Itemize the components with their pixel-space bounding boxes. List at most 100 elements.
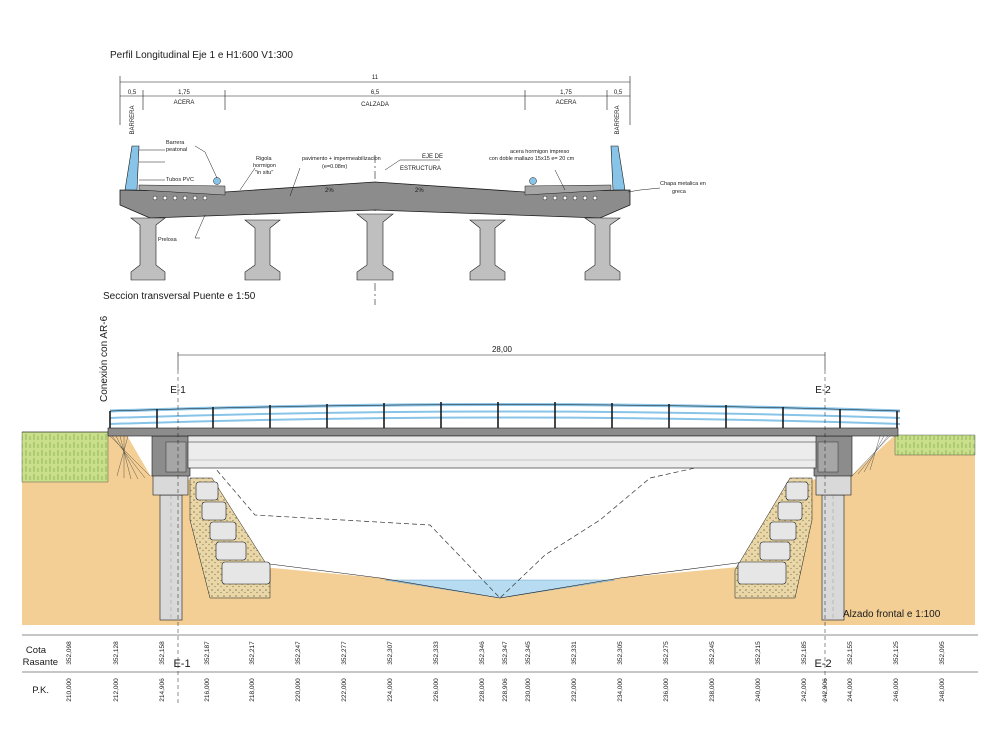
cota-value: 352,275 <box>663 641 670 665</box>
slope-left: 2% <box>325 188 334 194</box>
pk-values: 210,000 212,000 214,906 216,000 218,000 220,0… <box>66 678 946 702</box>
pk-value: 228,906 <box>502 678 509 702</box>
note-eje-1: EJE DE <box>422 154 443 160</box>
deck-slab <box>119 181 631 219</box>
pk-value: 232,000 <box>571 678 578 702</box>
profile-table-lines <box>22 634 978 673</box>
cota-value: 352,215 <box>755 641 762 665</box>
cota-value: 352,277 <box>341 641 348 665</box>
note-acera-2: con doble mallazo 15x15 e= 20 cm <box>489 156 575 162</box>
dim-road: 6,5 <box>371 90 380 96</box>
barrier-left-post <box>124 145 140 191</box>
elevation-drawing <box>21 370 976 705</box>
note-barrera-1: Barrera <box>166 140 185 146</box>
pk-value: 248,000 <box>939 678 946 702</box>
note-eje-2: ESTRUCTURA <box>400 166 441 172</box>
section-title: Seccion transversal Puente e 1:50 <box>103 291 256 302</box>
table-marker-e2: E-2 <box>814 658 831 670</box>
note-pavimento-2: (e=0.08m) <box>322 164 347 170</box>
pk-value: 246,000 <box>893 678 900 702</box>
label-barrier-left: BARRERA <box>130 105 136 134</box>
pk-value: 216,000 <box>204 678 211 702</box>
dim-sidewalk-left: 1,75 <box>178 90 190 96</box>
cota-value: 352,345 <box>525 641 532 665</box>
cota-value: 352,158 <box>159 641 166 665</box>
pk-value: 244,000 <box>847 678 854 702</box>
cota-values: 352,098 352,128 352,158 352,187 352,217 352,2… <box>66 641 946 665</box>
cota-value: 352,185 <box>801 641 808 665</box>
pk-value: 224,000 <box>387 678 394 702</box>
cota-value: 352,217 <box>249 641 256 665</box>
note-chapa-1: Chapa metalica en <box>660 181 706 187</box>
barrier-right-post <box>610 145 626 191</box>
cross-section <box>119 145 661 281</box>
row-label-pk: P.K. <box>32 685 49 696</box>
cota-value: 352,128 <box>113 641 120 665</box>
pk-value: 228,000 <box>479 678 486 702</box>
note-barrera-2: peatonal <box>166 147 187 153</box>
note-prelosa: Prelosa <box>158 237 178 243</box>
connection-title: Conexión con AR-6 <box>99 315 110 402</box>
elevation-title: Alzado frontal e 1:100 <box>843 609 941 620</box>
note-acera-1: acera hormigon impreso <box>510 149 569 155</box>
note-chapa-2: greca <box>672 189 687 195</box>
abutment-label-right: E-2 <box>815 385 831 396</box>
cota-value: 352,347 <box>502 641 509 665</box>
pk-value: 242,906 <box>822 678 829 702</box>
cota-value: 352,125 <box>893 641 900 665</box>
label-road: CALZADA <box>361 102 389 108</box>
pk-value: 242,000 <box>801 678 808 702</box>
cota-value: 352,305 <box>617 641 624 665</box>
pk-value: 222,000 <box>341 678 348 702</box>
cota-value: 352,247 <box>295 641 302 665</box>
pk-value: 234,000 <box>617 678 624 702</box>
label-barrier-right: BARRERA <box>615 105 621 134</box>
note-rigola-3: "in situ" <box>255 170 273 176</box>
girders <box>130 213 621 281</box>
sidewalk-left <box>138 184 226 196</box>
slope-right: 2% <box>415 188 424 194</box>
pk-value: 236,000 <box>663 678 670 702</box>
pk-value: 212,000 <box>113 678 120 702</box>
pk-value: 214,906 <box>159 678 166 702</box>
note-rigola-2: hormigon <box>253 163 276 169</box>
bridge-railing <box>109 402 901 428</box>
cota-value: 352,245 <box>709 641 716 665</box>
deck-girder <box>187 435 817 469</box>
label-sidewalk-right: ACERA <box>556 100 577 106</box>
profile-title: Perfil Longitudinal Eje 1 e H1:600 V1:30… <box>110 50 293 61</box>
pk-value: 230,000 <box>525 678 532 702</box>
pk-value: 226,000 <box>433 678 440 702</box>
cota-value: 352,095 <box>939 641 946 665</box>
row-label-rasante: Rasante <box>23 657 58 668</box>
pk-value: 210,000 <box>66 678 73 702</box>
span-dimension <box>177 352 826 370</box>
pvc-tubes <box>152 195 598 201</box>
cota-value: 352,346 <box>479 641 486 665</box>
note-tubos: Tubos PVC <box>166 177 194 183</box>
span-dim: 28,00 <box>492 345 513 354</box>
abutment-label-left: E-1 <box>170 385 186 396</box>
cota-value: 352,155 <box>847 641 854 665</box>
cota-value: 352,098 <box>66 641 73 665</box>
cota-value: 352,307 <box>387 641 394 665</box>
river-water <box>384 579 616 599</box>
cota-value: 352,331 <box>571 641 578 665</box>
dim-barrier-right: 0,5 <box>614 90 623 96</box>
note-rigola-1: Rigola <box>256 156 273 162</box>
table-marker-e1: E-1 <box>173 658 190 670</box>
pk-value: 240,000 <box>755 678 762 702</box>
pk-value: 218,000 <box>249 678 256 702</box>
pk-value: 220,000 <box>295 678 302 702</box>
dim-barrier-left: 0,5 <box>128 90 137 96</box>
pk-value: 238,000 <box>709 678 716 702</box>
row-label-cota: Cota <box>26 645 47 656</box>
dim-total: 11 <box>372 75 379 81</box>
label-sidewalk-left: ACERA <box>174 100 195 106</box>
cota-value: 352,187 <box>204 641 211 665</box>
note-pavimento-1: pavimento + impermeabilizacion <box>302 156 381 162</box>
cota-value: 352,333 <box>433 641 440 665</box>
dim-sidewalk-right: 1,75 <box>560 90 572 96</box>
sidewalk-right <box>524 184 612 196</box>
